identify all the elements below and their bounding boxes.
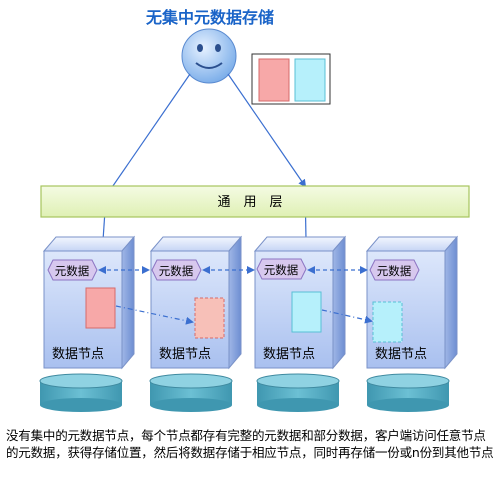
common-layer-label: 通 用 层 xyxy=(217,195,282,210)
diagram-title: 无集中元数据存储 xyxy=(145,8,274,27)
metadata-label-3: 元数据 xyxy=(264,263,299,277)
replicate-arrow-red xyxy=(115,305,194,325)
data-block-cyan-replica xyxy=(372,301,403,343)
data-block-red-replica xyxy=(194,297,225,339)
metadata-tag-4: 元数据 xyxy=(369,259,420,281)
node-label-1: 数据节点 xyxy=(52,347,104,362)
common-layer: 通 用 层 xyxy=(40,185,470,218)
client-arrow-left xyxy=(104,73,191,198)
client-smiley-icon xyxy=(181,28,237,84)
metadata-label-2: 元数据 xyxy=(159,264,194,278)
client-arrow-right xyxy=(227,73,307,188)
data-block-cyan-primary xyxy=(291,291,322,333)
disk-icon-4 xyxy=(366,373,450,412)
client-data-box xyxy=(251,53,331,105)
metadata-tag-3: 元数据 xyxy=(256,258,307,280)
diagram-caption: 没有集中的元数据节点，每个节点都存有完整的元数据和部分数据，客户端访问任意节点的… xyxy=(6,428,494,460)
node-label-2: 数据节点 xyxy=(159,347,211,362)
node-label-3: 数据节点 xyxy=(263,347,315,362)
metadata-label-1: 元数据 xyxy=(55,264,90,278)
metadata-tag-1: 元数据 xyxy=(47,259,98,281)
node-label-4: 数据节点 xyxy=(375,347,427,362)
disk-icon-1 xyxy=(39,373,123,412)
metadata-tag-2: 元数据 xyxy=(151,259,202,281)
disk-icon-3 xyxy=(256,373,340,412)
replicate-arrow-cyan xyxy=(321,309,373,324)
data-block-red-primary xyxy=(85,287,116,329)
disk-icon-2 xyxy=(149,373,233,412)
metadata-label-4: 元数据 xyxy=(377,264,412,278)
